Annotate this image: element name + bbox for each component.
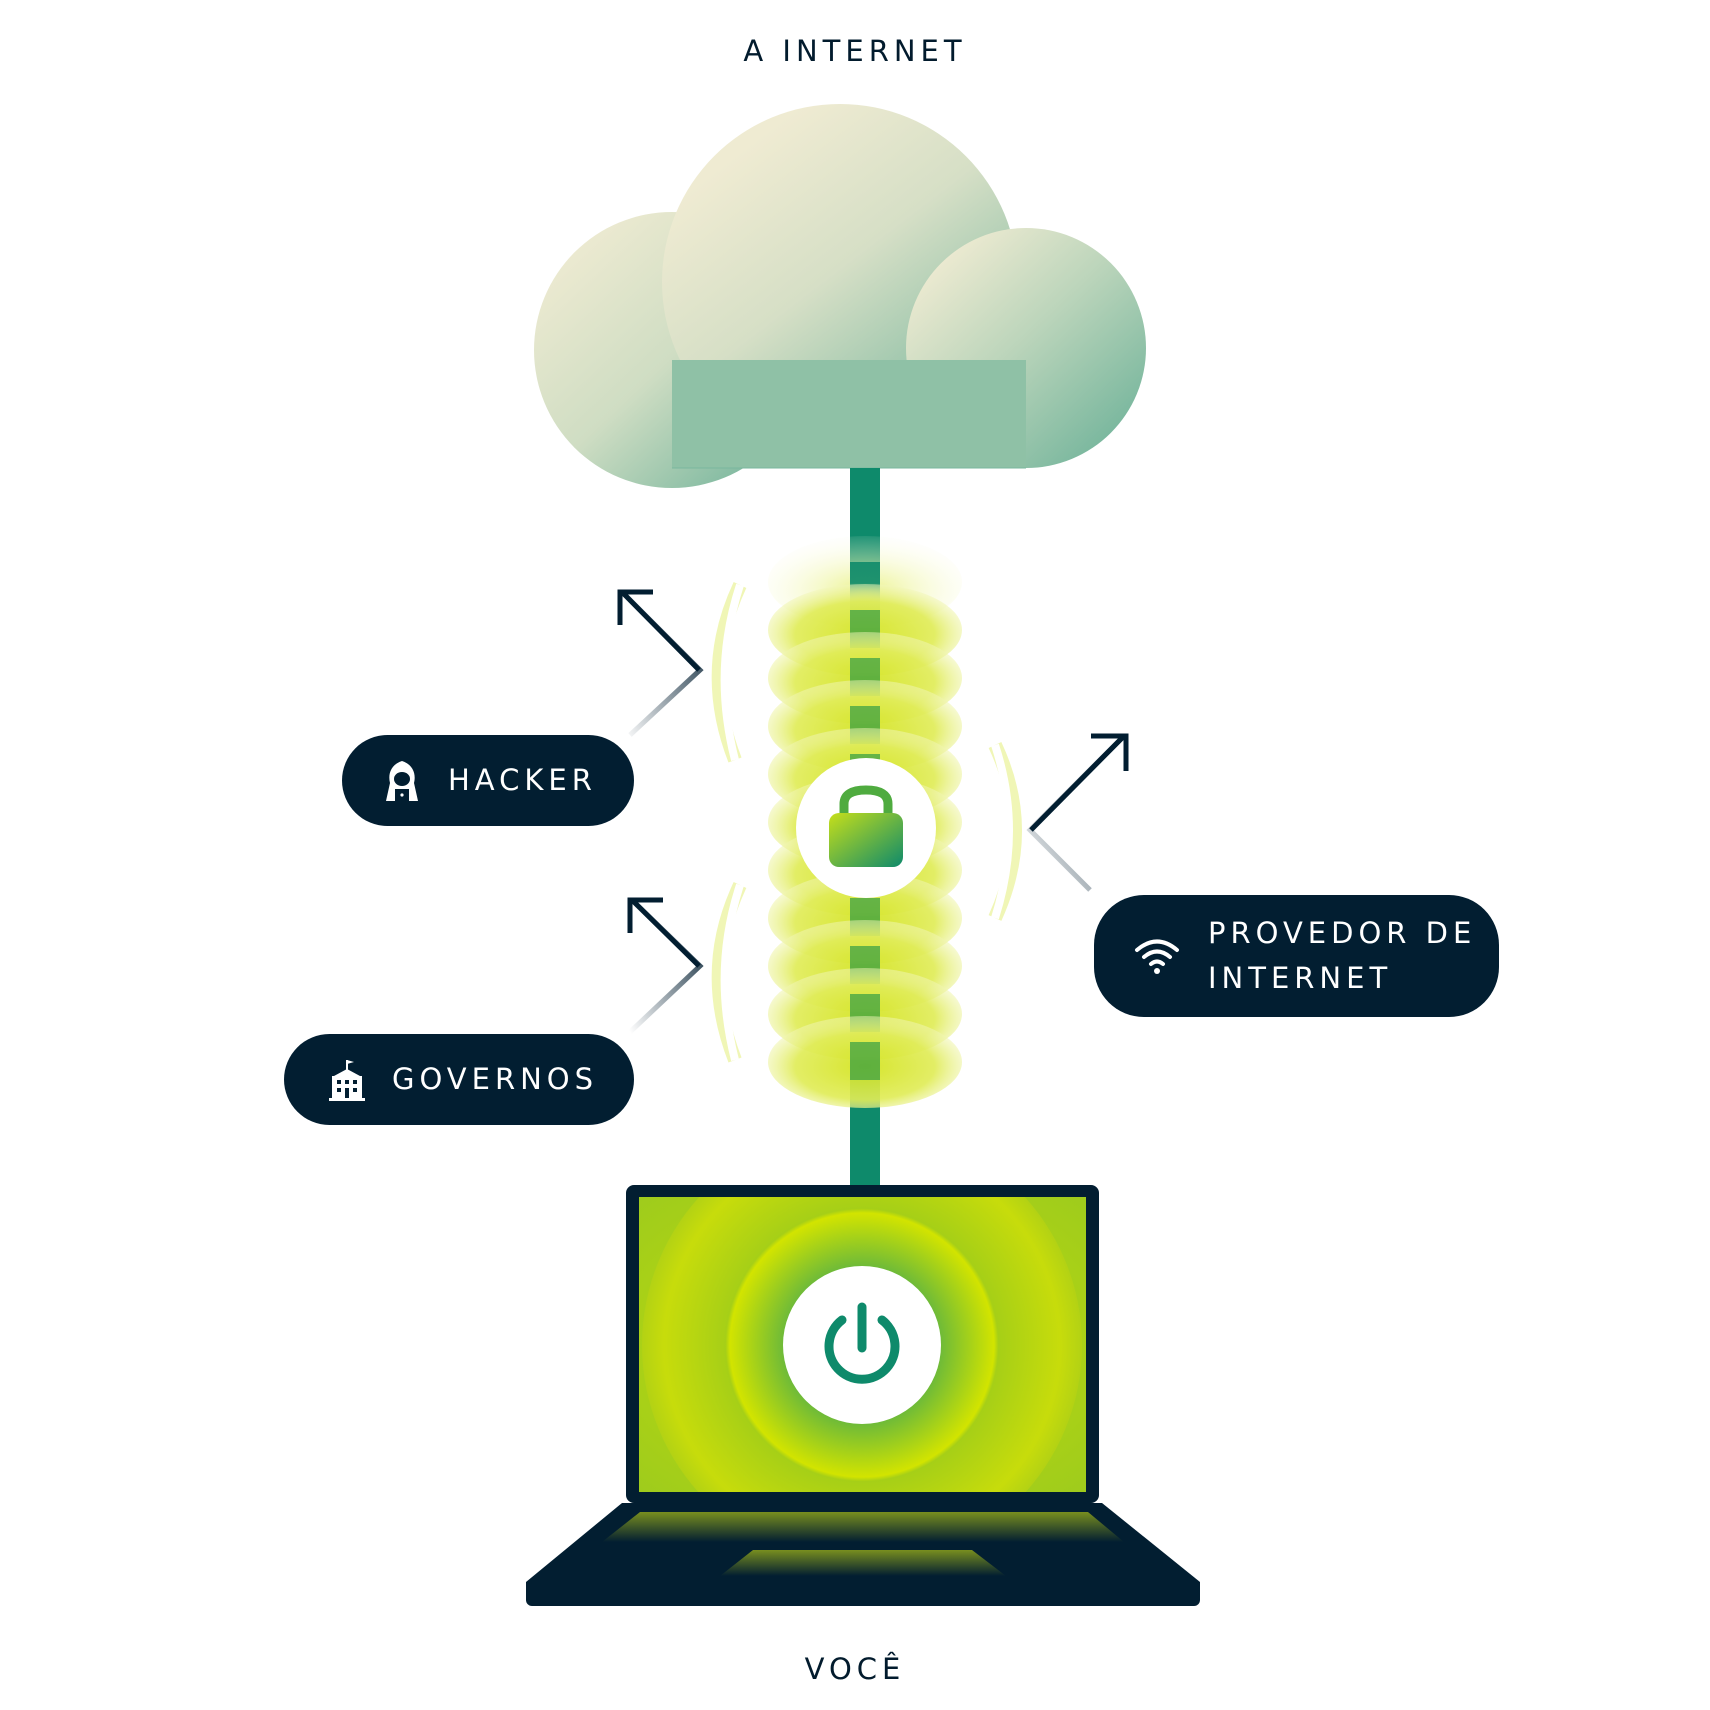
you-caption: VOCÊ: [804, 1652, 906, 1686]
governments-badge: GOVERNOS: [284, 1034, 634, 1125]
wifi-icon: [1134, 937, 1180, 975]
cloud-icon: [534, 104, 1146, 488]
deflect-arrow-hacker: [617, 589, 704, 737]
lock-icon: [829, 785, 903, 867]
power-icon: [824, 1302, 900, 1384]
government-building-icon: [328, 1058, 366, 1102]
hacker-icon: [382, 759, 422, 803]
isp-badge: PROVEDOR DE INTERNET: [1094, 895, 1499, 1017]
deflect-arrow-isp: [1026, 733, 1129, 892]
internet-caption: A INTERNET: [743, 34, 967, 68]
shield-arcs: [711, 582, 1022, 1063]
encryption-tunnel: [768, 536, 962, 1108]
deflect-arrow-governments: [627, 897, 704, 1034]
power-button[interactable]: [783, 1266, 941, 1424]
lock-badge: [796, 758, 936, 898]
hacker-label: HACKER: [448, 763, 597, 797]
governments-label: GOVERNOS: [392, 1062, 599, 1096]
wire-segment: [850, 1042, 880, 1080]
hacker-badge: HACKER: [342, 735, 634, 826]
isp-label: PROVEDOR DE INTERNET: [1208, 916, 1477, 995]
